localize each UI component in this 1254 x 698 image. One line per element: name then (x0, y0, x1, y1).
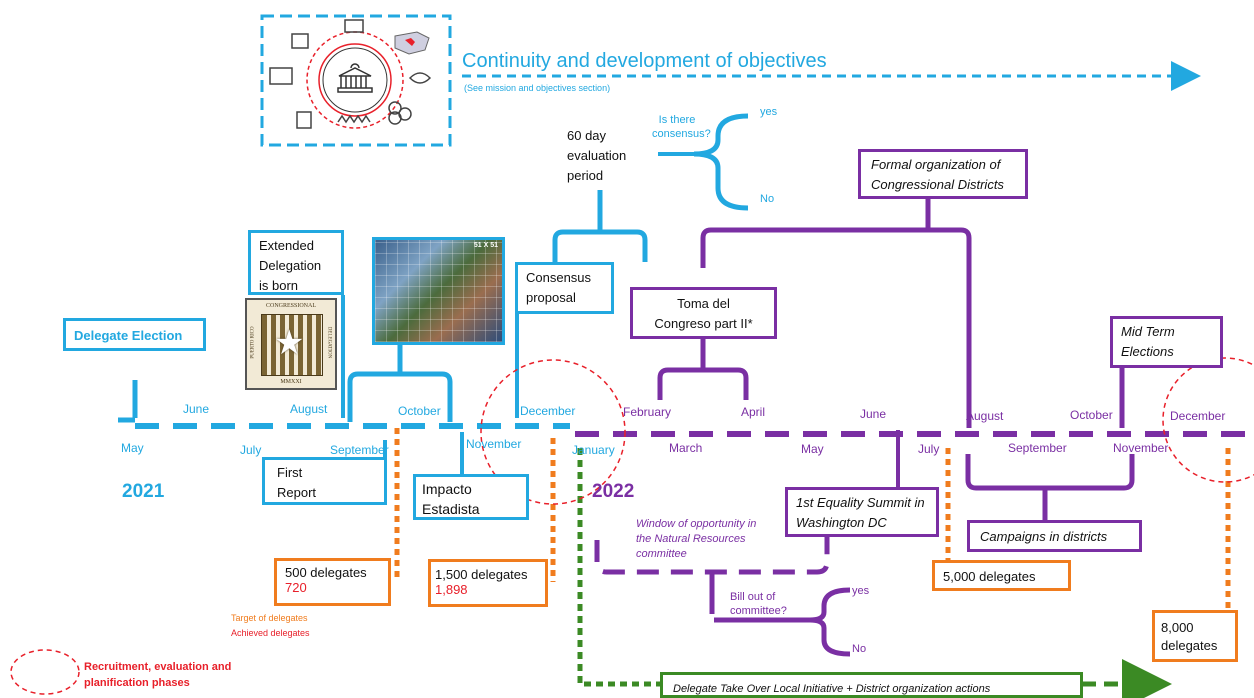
formal-org-bracket (700, 227, 972, 428)
bill-brace (714, 587, 851, 657)
capitol-icon (337, 63, 373, 93)
month-january-2022: January (572, 443, 615, 457)
mid-term-box: Mid Term Elections (1110, 316, 1223, 368)
month-december-2021: December (520, 404, 576, 418)
delegates-500-target: 500 delegates (285, 565, 367, 580)
month-march-2022: March (669, 441, 703, 455)
legend-phase-circle (10, 649, 80, 695)
delegates-8000-box: 8,000 delegates (1152, 610, 1238, 662)
consensus-no: No (760, 193, 775, 205)
month-june-2022: June (860, 407, 887, 421)
month-may-2021: May (121, 441, 144, 455)
delegates-500-box: 500 delegates 720 (274, 558, 391, 606)
month-february-2022: February (623, 405, 672, 419)
seal-emblem: ★ (261, 314, 323, 376)
takeover-arrow (577, 448, 666, 687)
summit-label: 1st Equality Summit in Washington DC (796, 495, 925, 530)
campaigns-label: Campaigns in districts (980, 529, 1108, 544)
month-october-2021: October (398, 404, 441, 418)
month-july-2021: July (240, 443, 262, 457)
delegates-5000-box: 5,000 delegates (932, 560, 1071, 591)
extended-delegation-box: Extended Delegation is born (248, 230, 344, 295)
delegates-8000-target: 8,000 delegates (1161, 620, 1218, 653)
month-may-2022: May (801, 442, 824, 456)
phase-circle-dec2021 (480, 359, 626, 505)
wheel-icons (269, 19, 432, 129)
seal-left-text: PUERTO RICO (250, 326, 256, 359)
legend-target: Target of delegates (231, 613, 308, 623)
month-november-2022: November (1113, 441, 1169, 455)
month-september-2021: September (330, 443, 389, 457)
month-november-2021: November (466, 437, 522, 451)
month-october-2022: October (1070, 408, 1113, 422)
delegates-1898-achieved: 1,898 (435, 582, 468, 597)
consensus-proposal-label: Consensus proposal (526, 270, 592, 305)
bill-yes: yes (852, 585, 870, 597)
delegates-1500-box: 1,500 delegates 1,898 (428, 559, 548, 607)
legend-achieved: Achieved delegates (231, 628, 310, 638)
delegates-720-achieved: 720 (285, 580, 307, 595)
consensus-yes: yes (760, 106, 778, 118)
takeover-box: Delegate Take Over Local Initiative + Di… (660, 672, 1083, 698)
campaigns-box: Campaigns in districts (967, 520, 1142, 552)
statehood-poster: 51 X 51 (372, 237, 505, 345)
phase-circle-dec2022 (1162, 357, 1254, 483)
evaluation-bracket (552, 229, 648, 262)
extended-delegation-label: Extended Delegation is born (259, 238, 322, 293)
star-icon: ★ (274, 324, 305, 362)
summit-box: 1st Equality Summit in Washington DC (785, 487, 939, 537)
first-report-label: First Report (277, 465, 317, 500)
toma-box: Toma del Congreso part II* (630, 287, 777, 339)
formal-org-box: Formal organization of Congressional Dis… (858, 149, 1028, 199)
impacto-label: Impacto Estadista (422, 481, 480, 517)
poster-caption: 51 X 51 (473, 242, 498, 249)
delegates-1500-target: 1,500 delegates (435, 567, 528, 582)
seal-bottom-text: MMXXI (280, 379, 302, 385)
bill-no: No (852, 643, 867, 655)
month-april-2022: April (741, 405, 766, 419)
year-2022: 2022 (592, 481, 635, 502)
campaigns-bracket (965, 454, 1135, 491)
objectives-title: Continuity and development of objectives (462, 50, 827, 72)
month-june-2021: June (183, 402, 210, 416)
mid-term-label: Mid Term Elections (1121, 324, 1175, 359)
toma-label: Toma del Congreso part II* (654, 296, 753, 331)
objectives-frame (260, 14, 452, 147)
delegates-5000-target: 5,000 delegates (943, 569, 1036, 584)
impacto-box: Impacto Estadista (413, 474, 529, 520)
year-2021: 2021 (122, 481, 165, 502)
takeover-label: Delegate Take Over Local Initiative + Di… (673, 683, 991, 695)
consensus-question: Is there consensus? (652, 114, 711, 140)
bill-question: Bill out of committee? (730, 591, 787, 617)
first-report-box: First Report (262, 457, 387, 505)
evaluation-label: 60 day evaluation period (567, 128, 627, 183)
delegation-seal: CONGRESSIONAL MMXXI PUERTO RICO DELEGATI… (245, 298, 337, 390)
month-july-2022: July (918, 442, 940, 456)
month-august-2021: August (290, 402, 328, 416)
window-label: Window of opportunity in the Natural Res… (636, 518, 757, 560)
legend-phases: Recruitment, evaluation and planificatio… (84, 661, 232, 689)
formal-org-label: Formal organization of Congressional Dis… (871, 157, 1004, 192)
month-december-2022: December (1170, 409, 1226, 423)
toma-bracket (657, 367, 749, 400)
month-september-2022: September (1008, 441, 1067, 455)
month-august-2022: August (966, 409, 1004, 423)
consensus-proposal-box: Consensus proposal (515, 262, 614, 314)
seal-top-text: CONGRESSIONAL (265, 303, 316, 309)
delegate-election-box: Delegate Election (63, 318, 206, 351)
objectives-subtitle: (See mission and objectives section) (464, 83, 611, 93)
seal-right-text: DELEGATION (326, 326, 332, 359)
delegate-election-label: Delegate Election (74, 328, 183, 343)
